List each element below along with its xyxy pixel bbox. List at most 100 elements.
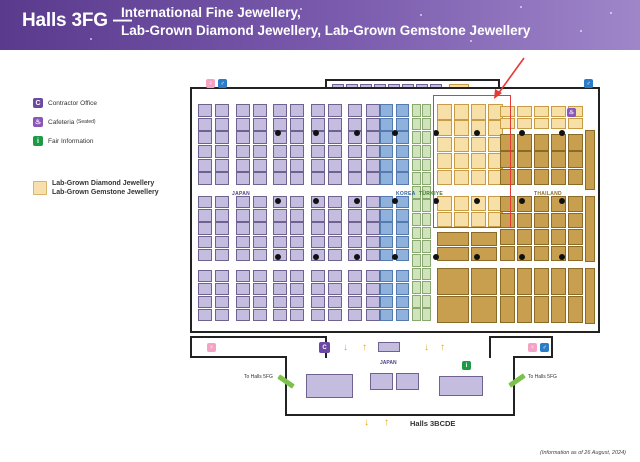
stand xyxy=(517,106,532,118)
stand xyxy=(454,212,469,228)
arrow-down-icon: ↓ xyxy=(424,342,429,353)
stand xyxy=(306,374,353,398)
stand xyxy=(273,145,287,158)
stand xyxy=(366,270,380,283)
stand xyxy=(366,248,380,262)
stand xyxy=(366,283,380,296)
stand xyxy=(471,212,486,228)
stand xyxy=(290,145,304,158)
stand xyxy=(422,185,431,199)
stand xyxy=(396,172,409,186)
stand xyxy=(500,106,515,118)
restroom-icon: ♂ xyxy=(584,79,593,88)
stand xyxy=(454,120,469,136)
stand xyxy=(568,268,583,296)
stand xyxy=(198,270,212,283)
stand xyxy=(585,196,595,262)
stand xyxy=(380,270,393,283)
stand xyxy=(290,172,304,186)
stand xyxy=(311,158,325,172)
stand xyxy=(412,104,421,117)
stand xyxy=(290,209,304,222)
arrow-down-icon: ↓ xyxy=(364,417,369,428)
stand xyxy=(253,270,267,283)
stand xyxy=(253,235,267,248)
stand xyxy=(366,296,380,309)
stand xyxy=(437,232,469,247)
stand xyxy=(380,145,393,158)
stand xyxy=(412,240,421,254)
stand xyxy=(396,309,409,322)
bottom-hall-label: Halls 3BCDE xyxy=(410,419,456,428)
stand xyxy=(311,172,325,186)
stand xyxy=(454,169,469,186)
pillar xyxy=(433,130,439,136)
labgrown-highlight-box xyxy=(433,95,511,228)
stand xyxy=(348,209,362,222)
stand xyxy=(568,151,583,168)
stand xyxy=(253,104,267,117)
stand xyxy=(412,144,421,158)
stand xyxy=(422,213,431,226)
legend-contractor: C Contractor Office xyxy=(33,98,97,108)
stand xyxy=(215,222,229,235)
restroom-icon: ♀ xyxy=(528,343,537,352)
arrow-up-icon: ↑ xyxy=(384,417,389,428)
stand xyxy=(253,117,267,131)
pillar xyxy=(275,198,281,204)
stand xyxy=(396,209,409,222)
stand xyxy=(422,253,431,267)
stand xyxy=(290,196,304,209)
stand xyxy=(236,283,250,296)
stand xyxy=(215,104,229,117)
stand xyxy=(348,145,362,158)
stand xyxy=(471,104,486,120)
stand xyxy=(568,212,583,229)
stand xyxy=(215,248,229,262)
stand xyxy=(380,296,393,309)
stand xyxy=(215,283,229,296)
stand xyxy=(454,104,469,120)
stand xyxy=(412,267,421,281)
stand xyxy=(253,172,267,186)
stand xyxy=(471,169,486,186)
stand xyxy=(412,199,421,213)
stand xyxy=(568,134,583,151)
stand xyxy=(348,222,362,235)
stand xyxy=(198,104,212,117)
stand xyxy=(396,373,419,390)
stand xyxy=(412,117,421,131)
stand xyxy=(396,235,409,248)
zone-label-turkey: TÜRKIYE xyxy=(419,191,444,197)
pillar xyxy=(354,254,360,260)
stand xyxy=(328,158,342,172)
pillar xyxy=(275,254,281,260)
stand xyxy=(396,270,409,283)
stand xyxy=(198,235,212,248)
stand xyxy=(517,268,532,296)
stand xyxy=(534,151,549,168)
labgrown-swatch xyxy=(33,181,47,195)
arrow-up-icon: ↑ xyxy=(362,342,367,353)
stand xyxy=(366,158,380,172)
stand xyxy=(517,168,532,186)
stand xyxy=(215,270,229,283)
arrow-down-icon: ↓ xyxy=(343,342,348,353)
stand xyxy=(253,145,267,158)
stand xyxy=(437,268,469,296)
stand xyxy=(500,268,515,296)
stand xyxy=(253,196,267,209)
stand xyxy=(422,294,431,308)
stand xyxy=(215,196,229,209)
stand xyxy=(348,270,362,283)
stand xyxy=(551,106,566,118)
stand xyxy=(366,172,380,186)
info-date-note: (Information as of 26 August, 2024) xyxy=(539,450,626,456)
stand xyxy=(253,283,267,296)
zone-label-korea: KOREA xyxy=(396,191,416,197)
info-icon: i xyxy=(33,136,43,146)
stand xyxy=(273,296,287,309)
restroom-icon: ♂ xyxy=(540,343,549,352)
